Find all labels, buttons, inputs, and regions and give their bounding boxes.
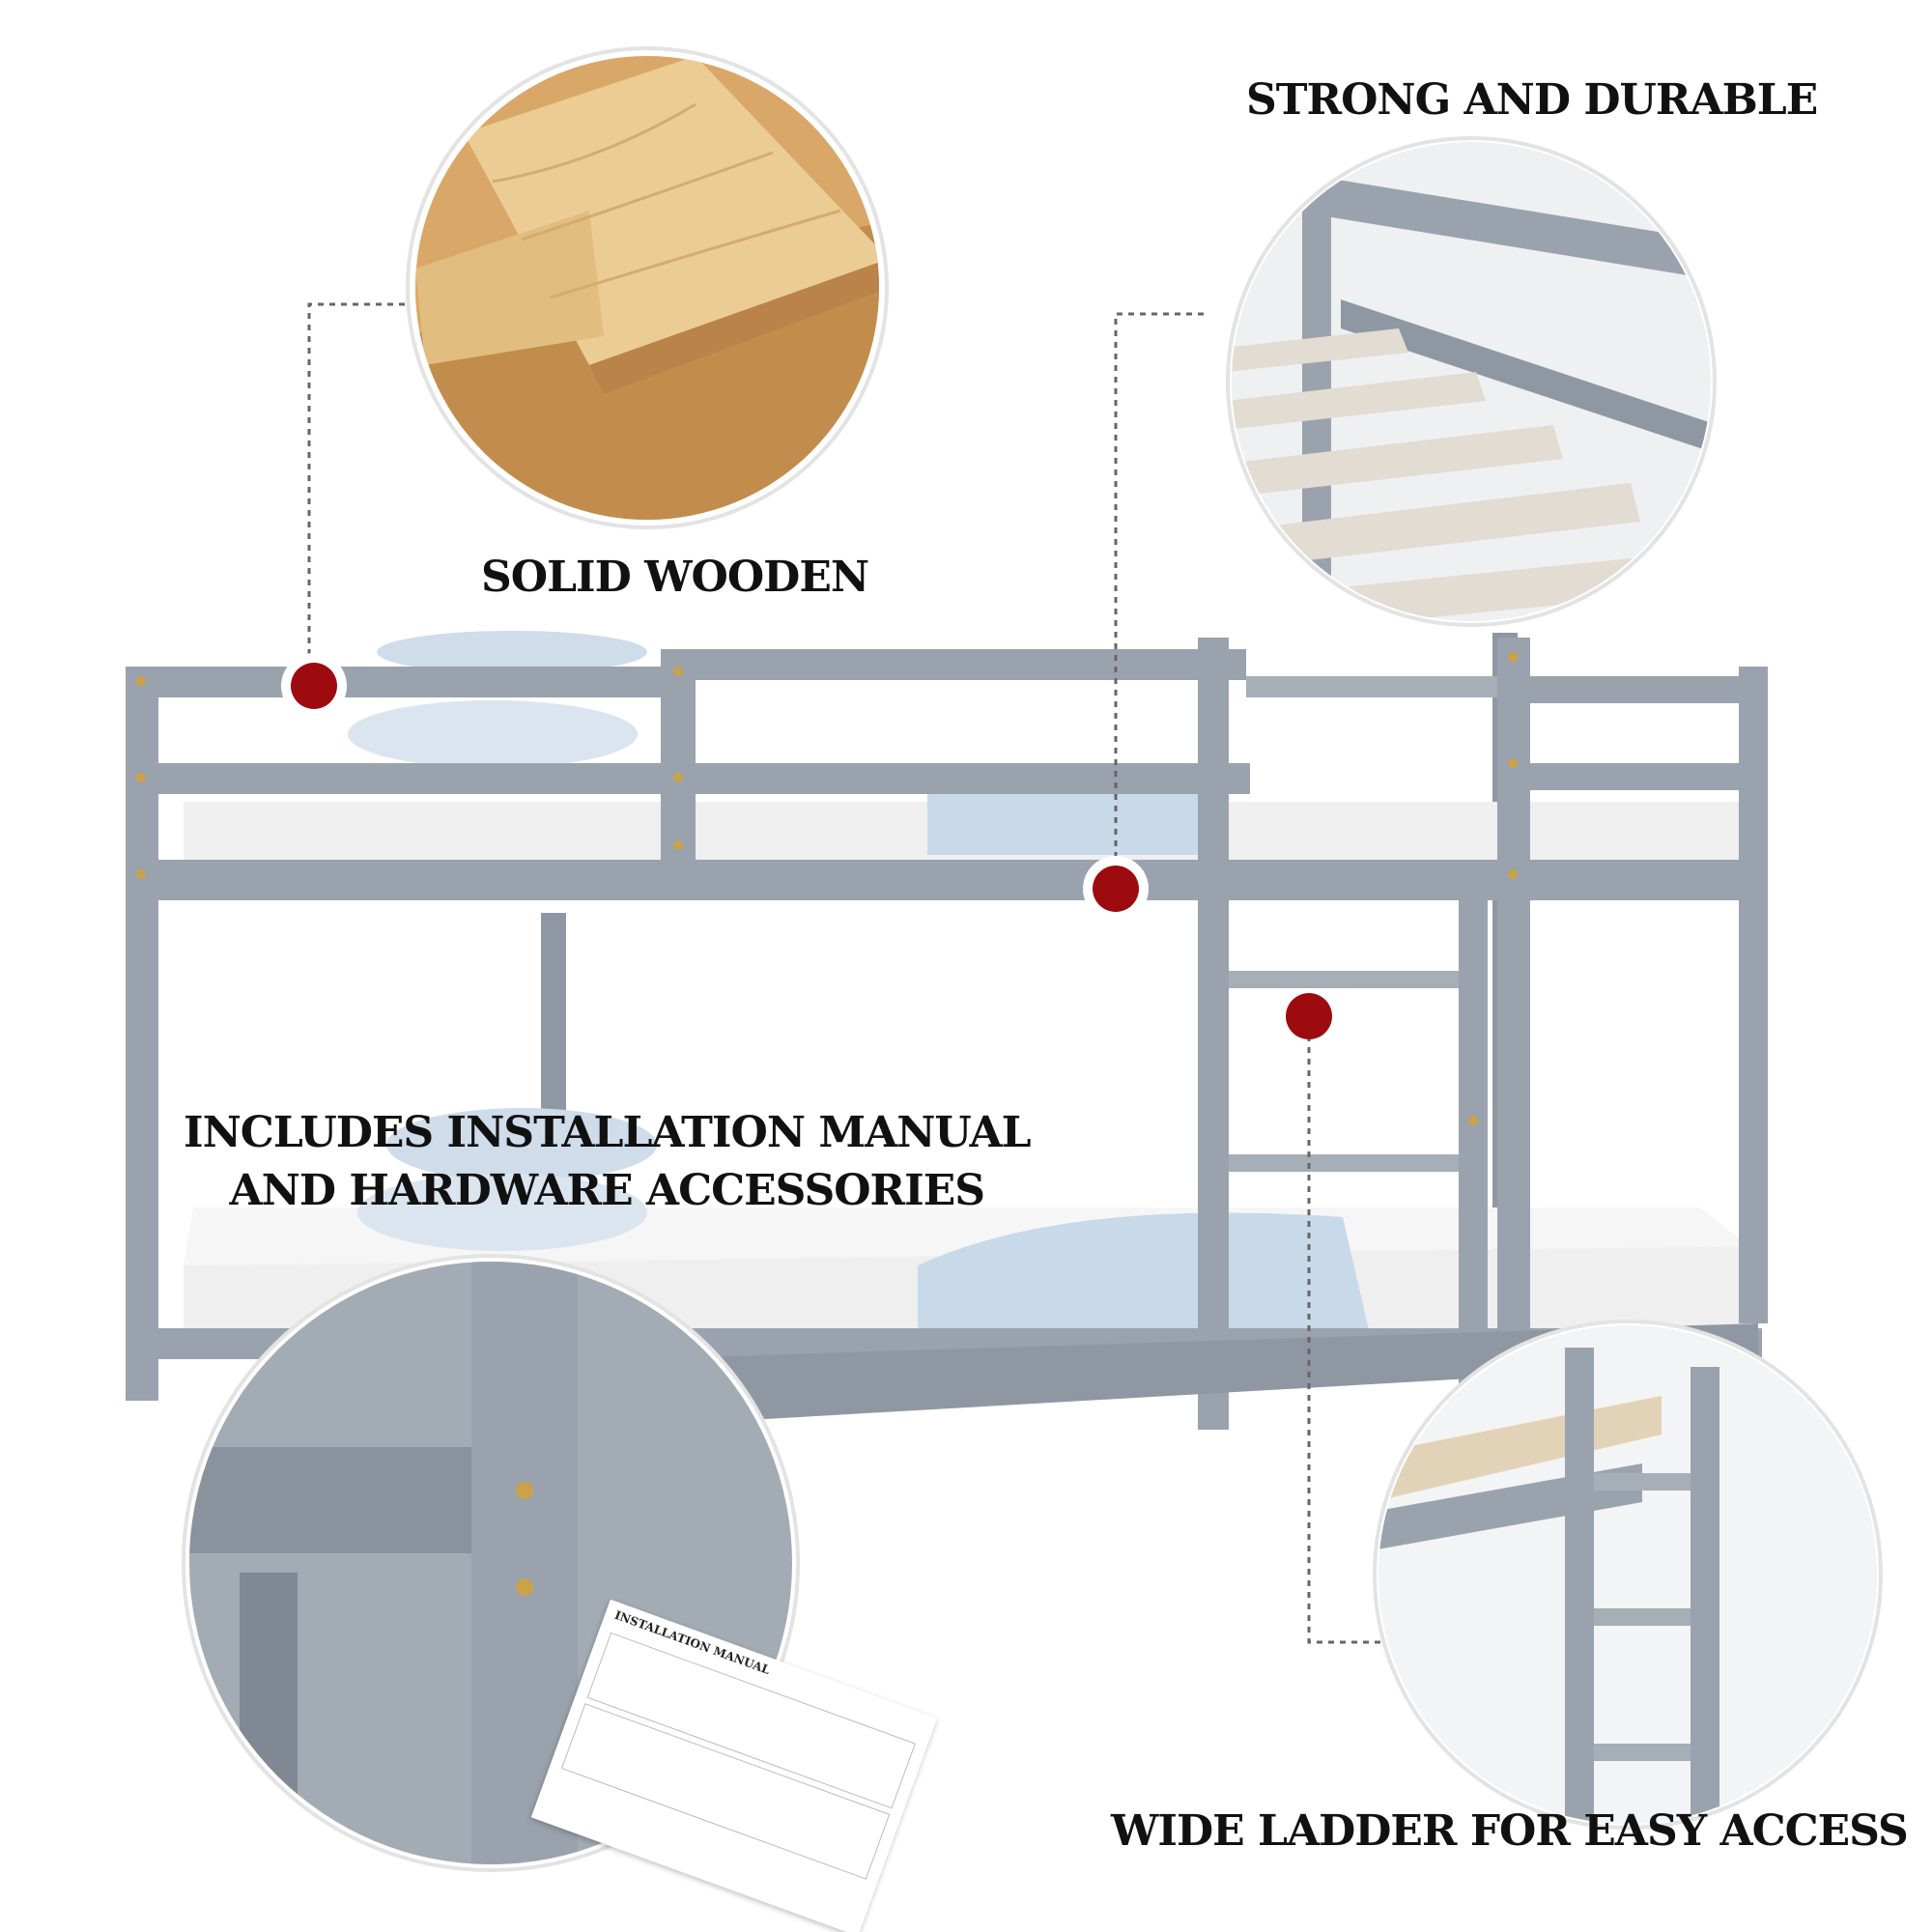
upper-guardrail-top-left — [158, 667, 661, 697]
bed-slats — [1232, 328, 1711, 621]
upper-back-rail — [1246, 676, 1497, 697]
ladder-rung — [1594, 1473, 1690, 1491]
ladder-rung — [1594, 1608, 1690, 1626]
includes-line-2: AND HARDWARE ACCESSORIES — [229, 1166, 986, 1215]
solid-wood-detail-circle — [406, 46, 889, 529]
includes-line-1: INCLUDES INSTALLATION MANUAL — [184, 1108, 1032, 1157]
upper-pillow-top — [377, 631, 647, 673]
upper-blanket — [927, 775, 1227, 855]
includes-manual-label: INCLUDES INSTALLATION MANUAL AND HARDWAR… — [184, 1104, 1032, 1220]
ladder-detail-circle — [1373, 1320, 1883, 1830]
bolt-heads — [136, 652, 1518, 1125]
lower-pillow — [357, 1174, 647, 1251]
lower-side-rail — [541, 1323, 1758, 1430]
wide-ladder-label: WIDE LADDER FOR EASY ACCESS — [1111, 1806, 1909, 1856]
bolt-head — [516, 1482, 533, 1499]
ladder-rung-2 — [1229, 1154, 1459, 1172]
bolt-head — [516, 1578, 533, 1596]
solid-wooden-label: SOLID WOODEN — [481, 553, 869, 602]
upper-pillow — [348, 700, 638, 768]
ladder-left-rail — [1198, 638, 1229, 1430]
rear-right-post — [1739, 667, 1768, 1323]
headboard-rail-middle — [1530, 763, 1743, 790]
strong-durable-label: STRONG AND DURABLE — [1246, 75, 1818, 125]
upper-guardrail-top — [696, 649, 1246, 680]
callout-markers — [281, 653, 1332, 1039]
ladder-rung — [1594, 1744, 1690, 1761]
front-left-post — [126, 667, 158, 1401]
upper-guardrail-middle — [158, 763, 1250, 794]
slats-detail-circle — [1226, 136, 1717, 627]
ladder-rung-1 — [1229, 971, 1459, 988]
headboard-rail-top — [1530, 676, 1743, 703]
callout-lines — [307, 302, 1391, 1644]
lower-pillow-top — [386, 1108, 657, 1181]
lower-blanket — [918, 1212, 1372, 1365]
upper-side-rail — [158, 860, 1758, 900]
front-right-post — [1497, 638, 1530, 1333]
